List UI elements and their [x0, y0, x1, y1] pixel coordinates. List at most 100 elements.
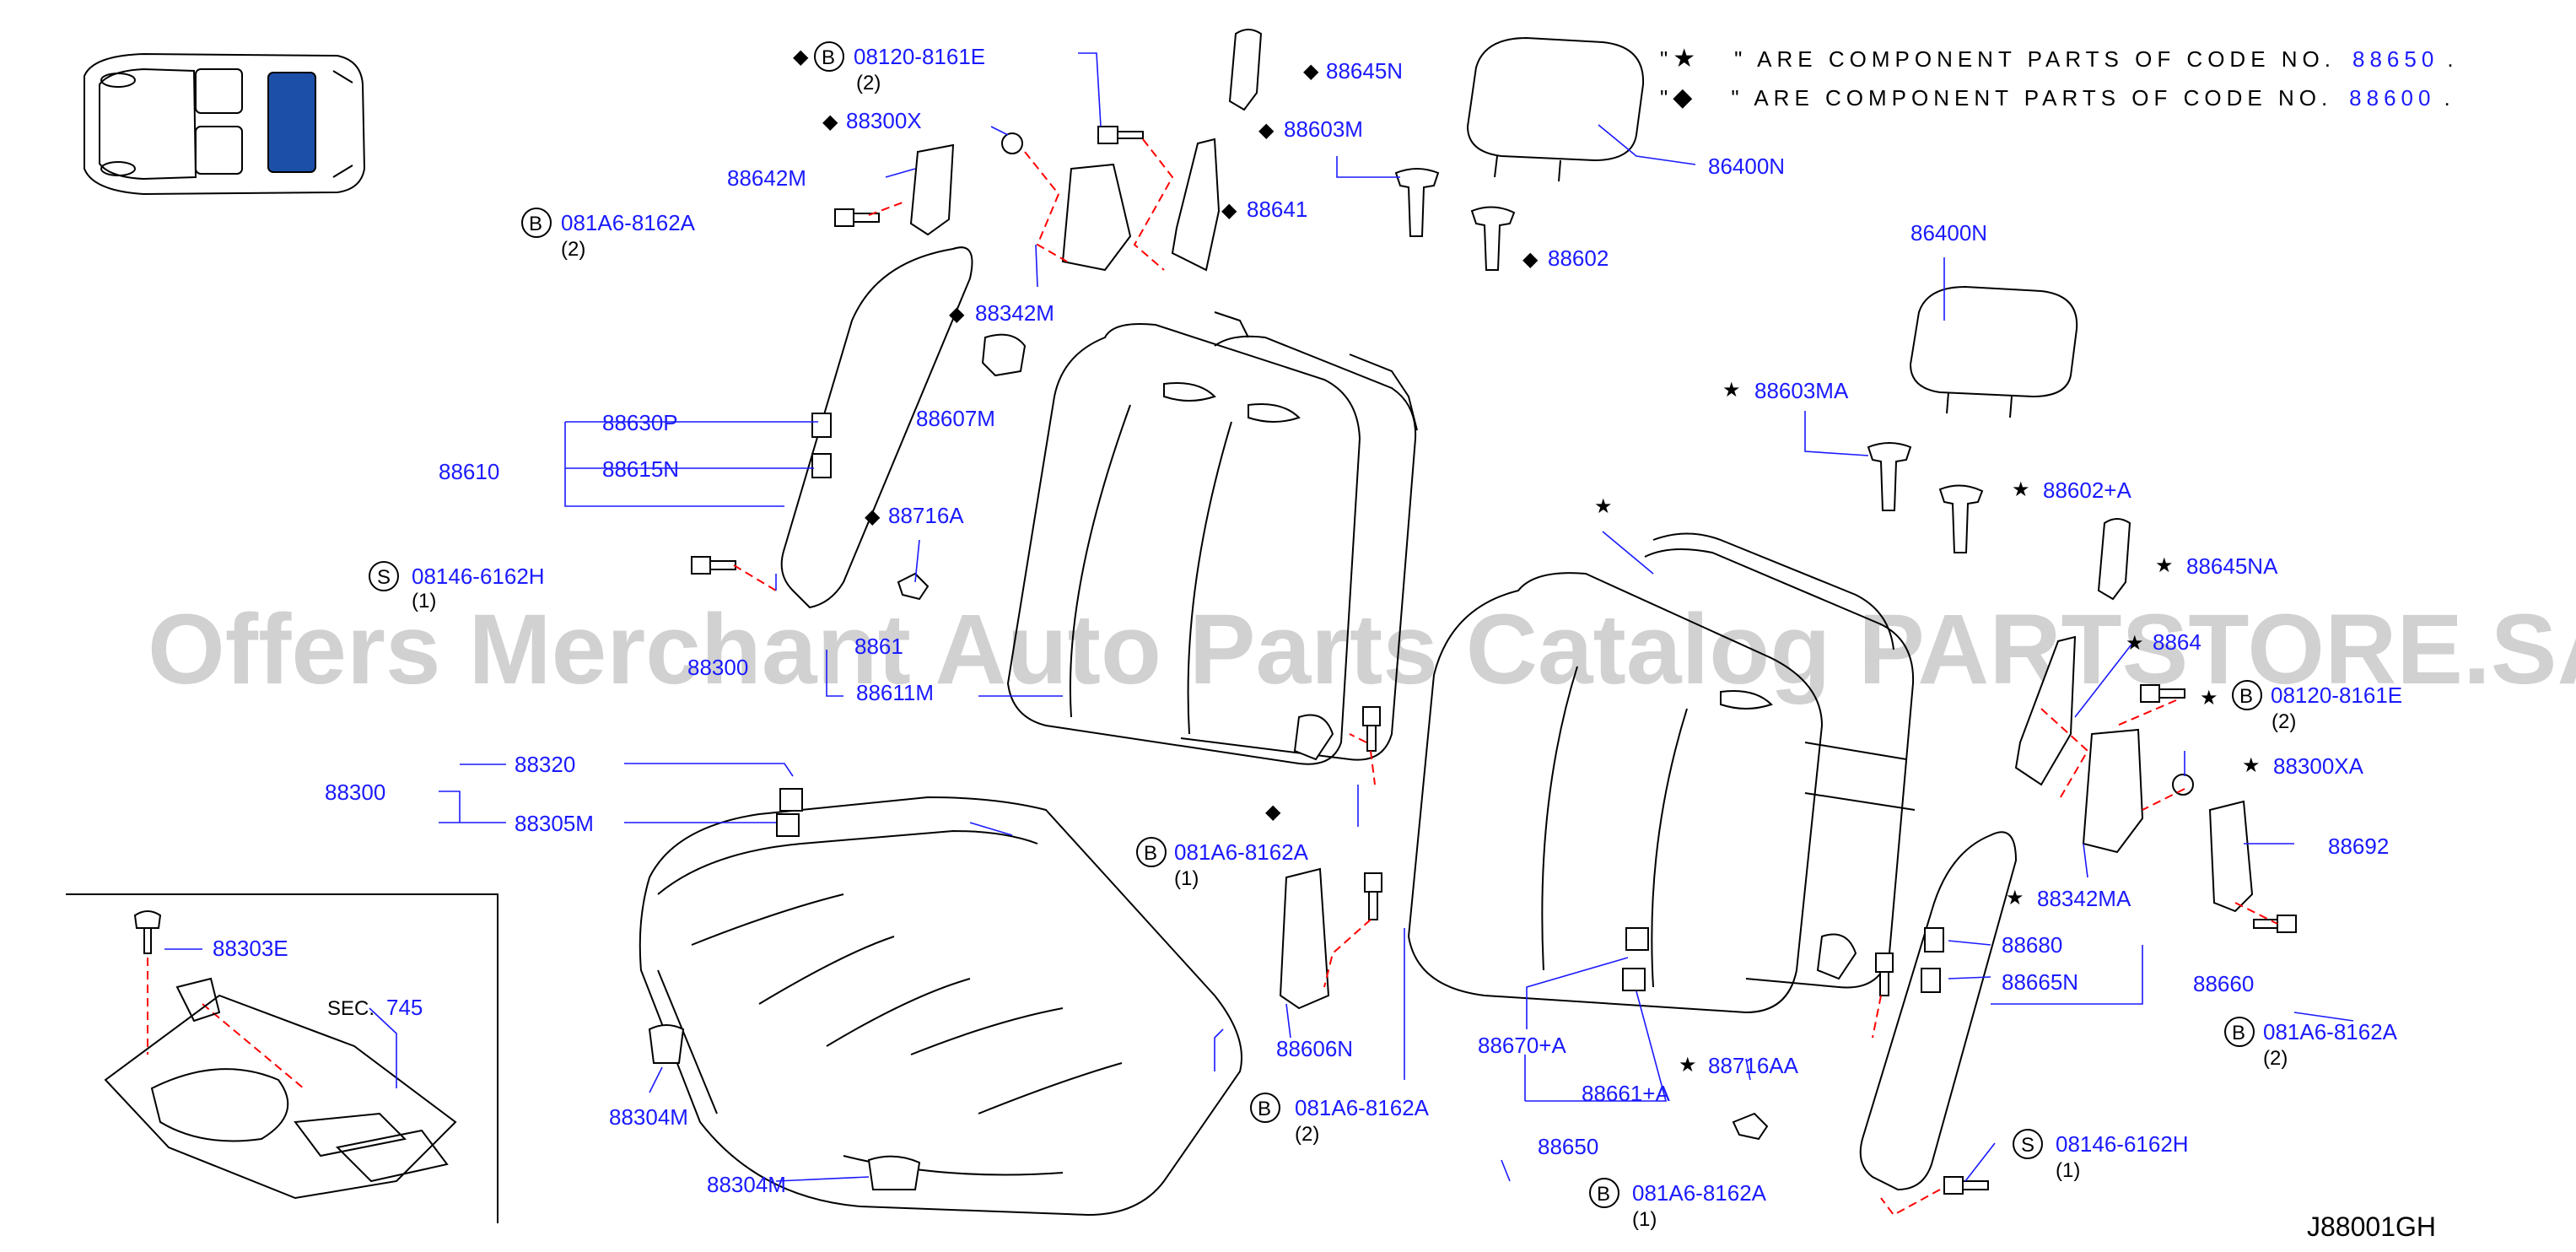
label-08146-left: 08146-6162H — [412, 564, 545, 589]
svg-text:★: ★ — [1722, 379, 1741, 402]
svg-text:"★" ARE COMPONENT PARTS OF: "★" ARE COMPONENT PARTS OF CODE NO.88650… — [1660, 45, 2459, 73]
label-88304m-b: 88304M — [707, 1172, 786, 1197]
legend-notes: "★" ARE COMPONENT PARTS OF CODE NO.88650… — [1660, 45, 2459, 111]
svg-text:★: ★ — [1679, 1054, 1697, 1077]
svg-text:(2): (2) — [1295, 1123, 1319, 1146]
svg-text:★: ★ — [2242, 754, 2261, 777]
svg-text:B: B — [1144, 842, 1157, 865]
svg-text:B: B — [822, 46, 835, 69]
label-88680: 88680 — [2002, 932, 2062, 958]
svg-text:S: S — [377, 566, 391, 589]
svg-text:"◆" ARE COMPONENT PARTS OF: "◆" ARE COMPONENT PARTS OF CODE NO.88600… — [1660, 84, 2455, 111]
svg-text:(2): (2) — [561, 238, 585, 261]
svg-text:◆: ◆ — [1265, 801, 1281, 823]
label-88642m: 88642M — [727, 165, 806, 191]
headrest-top — [1466, 36, 1645, 182]
label-08120-8161e-right: 08120-8161E — [2271, 683, 2402, 708]
headrest-right — [1909, 285, 2078, 418]
label-88670a: 88670+A — [1478, 1033, 1566, 1058]
label-88716a: 88716A — [888, 503, 964, 528]
label-88342ma: 88342MA — [2037, 886, 2131, 911]
svg-text:★: ★ — [2126, 632, 2144, 655]
svg-text:(1): (1) — [1174, 867, 1199, 890]
highlighted-seat — [267, 72, 316, 173]
label-88630p: 88630P — [602, 410, 678, 435]
svg-text:(2): (2) — [856, 72, 881, 94]
label-081a6-right: 081A6-8162A — [2263, 1019, 2398, 1044]
label-88606n: 88606N — [1276, 1036, 1353, 1061]
svg-text:B: B — [1258, 1098, 1271, 1120]
svg-text:★: ★ — [1594, 495, 1613, 518]
svg-text:◆: ◆ — [865, 505, 881, 528]
label-88300: 88300 — [325, 780, 385, 805]
part-labels: ◆ B 08120-8161E (2) ◆ 88645N ◆ 88300X ◆ … — [213, 41, 2402, 1231]
svg-text:S: S — [2021, 1134, 2034, 1157]
svg-text:(2): (2) — [2263, 1047, 2288, 1070]
label-88300-partial: 88300 — [687, 655, 748, 680]
svg-text:(2): (2) — [2272, 710, 2296, 733]
svg-text:B: B — [1597, 1183, 1610, 1206]
label-88660: 88660 — [2193, 971, 2254, 996]
left-side-bolster — [780, 246, 973, 609]
label-88610: 88610 — [439, 459, 499, 484]
car-location-inset — [84, 52, 366, 196]
label-88303e: 88303E — [213, 936, 288, 961]
label-88692: 88692 — [2328, 834, 2389, 859]
label-88304m-a: 88304M — [609, 1104, 688, 1130]
label-08146-right: 08146-6162H — [2056, 1131, 2189, 1157]
label-88603ma: 88603MA — [1754, 378, 1849, 403]
svg-text:B: B — [2232, 1022, 2245, 1044]
label-081a6-mid: 081A6-8162A — [1174, 839, 1309, 865]
svg-text:★: ★ — [2006, 887, 2024, 909]
svg-text:(1): (1) — [1632, 1208, 1657, 1231]
right-side-bolster — [1859, 831, 2018, 1191]
label-88615n: 88615N — [602, 456, 679, 482]
small-hardware — [133, 29, 2297, 1195]
label-88305m: 88305M — [515, 811, 594, 836]
label-88300x: 88300X — [846, 108, 922, 133]
label-88300xa: 88300XA — [2273, 753, 2364, 779]
label-88716aa: 88716AA — [1708, 1053, 1799, 1078]
diagram-code: J88001GH — [2307, 1212, 2436, 1242]
leader-lines — [164, 52, 2354, 1182]
svg-text:◆: ◆ — [1258, 119, 1275, 142]
svg-text:◆: ◆ — [1303, 60, 1319, 83]
label-88641: 88641 — [1247, 197, 1307, 222]
label-86400n-right: 86400N — [1910, 220, 1987, 246]
svg-text:(1): (1) — [412, 590, 436, 613]
label-88661a: 88661+A — [1582, 1081, 1670, 1106]
label-88602a: 88602+A — [2043, 478, 2131, 503]
label-08120-8161e-top: 08120-8161E — [854, 44, 985, 69]
left-seatback — [1006, 311, 1418, 765]
svg-text:◆: ◆ — [822, 111, 838, 133]
label-081a6-bottom-mid: 081A6-8162A — [1295, 1095, 1430, 1120]
label-88602: 88602 — [1548, 246, 1609, 271]
assembly-lines — [147, 138, 2278, 1217]
svg-text:◆: ◆ — [1522, 248, 1539, 271]
svg-text:◆: ◆ — [1221, 199, 1237, 222]
label-88610-partial: 8861 — [854, 634, 903, 659]
label-86400n-top: 86400N — [1708, 154, 1785, 179]
right-seatback — [1407, 532, 1916, 1014]
svg-text:B: B — [529, 213, 542, 235]
svg-text:745: 745 — [386, 995, 423, 1020]
label-081a6-left: 081A6-8162A — [561, 210, 696, 235]
svg-text:◆: ◆ — [793, 46, 809, 68]
svg-text:B: B — [2239, 685, 2253, 708]
svg-text:SEC.: SEC. — [327, 997, 375, 1020]
svg-text:(1): (1) — [2056, 1159, 2080, 1182]
svg-text:★: ★ — [2155, 554, 2174, 577]
floor-panel-inset — [66, 893, 498, 1223]
label-88645n: 88645N — [1326, 58, 1403, 84]
label-88603m: 88603M — [1284, 116, 1363, 142]
watermark: Offers Merchant Auto Parts Catalog PARTS… — [148, 594, 2576, 705]
label-88607m: 88607M — [916, 406, 995, 431]
label-88342m: 88342M — [975, 300, 1054, 326]
svg-text:★: ★ — [2012, 478, 2030, 501]
svg-text:◆: ◆ — [949, 303, 965, 326]
label-88650: 88650 — [1538, 1134, 1598, 1159]
label-88665n: 88665N — [2002, 969, 2078, 995]
label-88641a-partial: 8864 — [2153, 629, 2201, 655]
label-88320: 88320 — [515, 752, 575, 777]
